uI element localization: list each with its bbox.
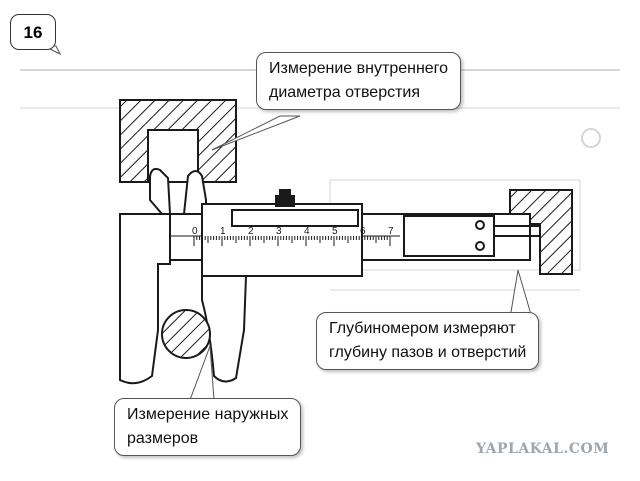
rivet-top bbox=[475, 220, 485, 230]
callout-outer-dimensions: Измерение наружных размеров bbox=[114, 398, 302, 456]
inner-diameter-workpiece bbox=[119, 99, 237, 183]
main-scale-ticks bbox=[193, 236, 391, 246]
scale-number: 2 bbox=[248, 226, 254, 237]
callout-line: Измерение внутреннего bbox=[269, 60, 449, 77]
scale-number: 5 bbox=[332, 226, 338, 237]
callout-line: Глубиномером измеряют bbox=[329, 320, 516, 337]
outer-jaw-fixed bbox=[119, 213, 171, 385]
scale-number: 7 bbox=[388, 226, 394, 237]
scale-number: 4 bbox=[304, 226, 310, 237]
callout-line: размеров bbox=[127, 430, 199, 447]
scale-number: 3 bbox=[276, 226, 282, 237]
watermark: YAPLAKAL.COM bbox=[476, 441, 610, 457]
callout-line: Измерение наружных bbox=[127, 406, 289, 423]
rivet-bottom bbox=[475, 241, 485, 251]
inner-jaw-right bbox=[182, 170, 207, 215]
locking-screw bbox=[275, 189, 295, 207]
scale-number: 1 bbox=[220, 226, 226, 237]
scale-number: 6 bbox=[360, 226, 366, 237]
callout-pointers bbox=[43, 45, 533, 401]
round-workpiece bbox=[161, 309, 211, 359]
scale-number: 0 bbox=[192, 226, 198, 237]
outer-jaw-sliding bbox=[201, 275, 248, 383]
figure-number-badge: 16 bbox=[10, 14, 56, 50]
main-scale-numbers: 0 1 2 3 4 5 6 7 bbox=[192, 226, 394, 237]
callout-line: диаметра отверстия bbox=[269, 84, 421, 101]
callout-depth-gauge: Глубиномером измеряют глубину пазов и от… bbox=[316, 312, 540, 370]
inner-jaw-left bbox=[149, 167, 172, 215]
callout-line: глубину пазов и отверстий bbox=[329, 344, 527, 361]
callout-inner-diameter: Измерение внутреннего диаметра отверстия bbox=[256, 52, 462, 110]
vernier-caliper bbox=[119, 167, 540, 385]
